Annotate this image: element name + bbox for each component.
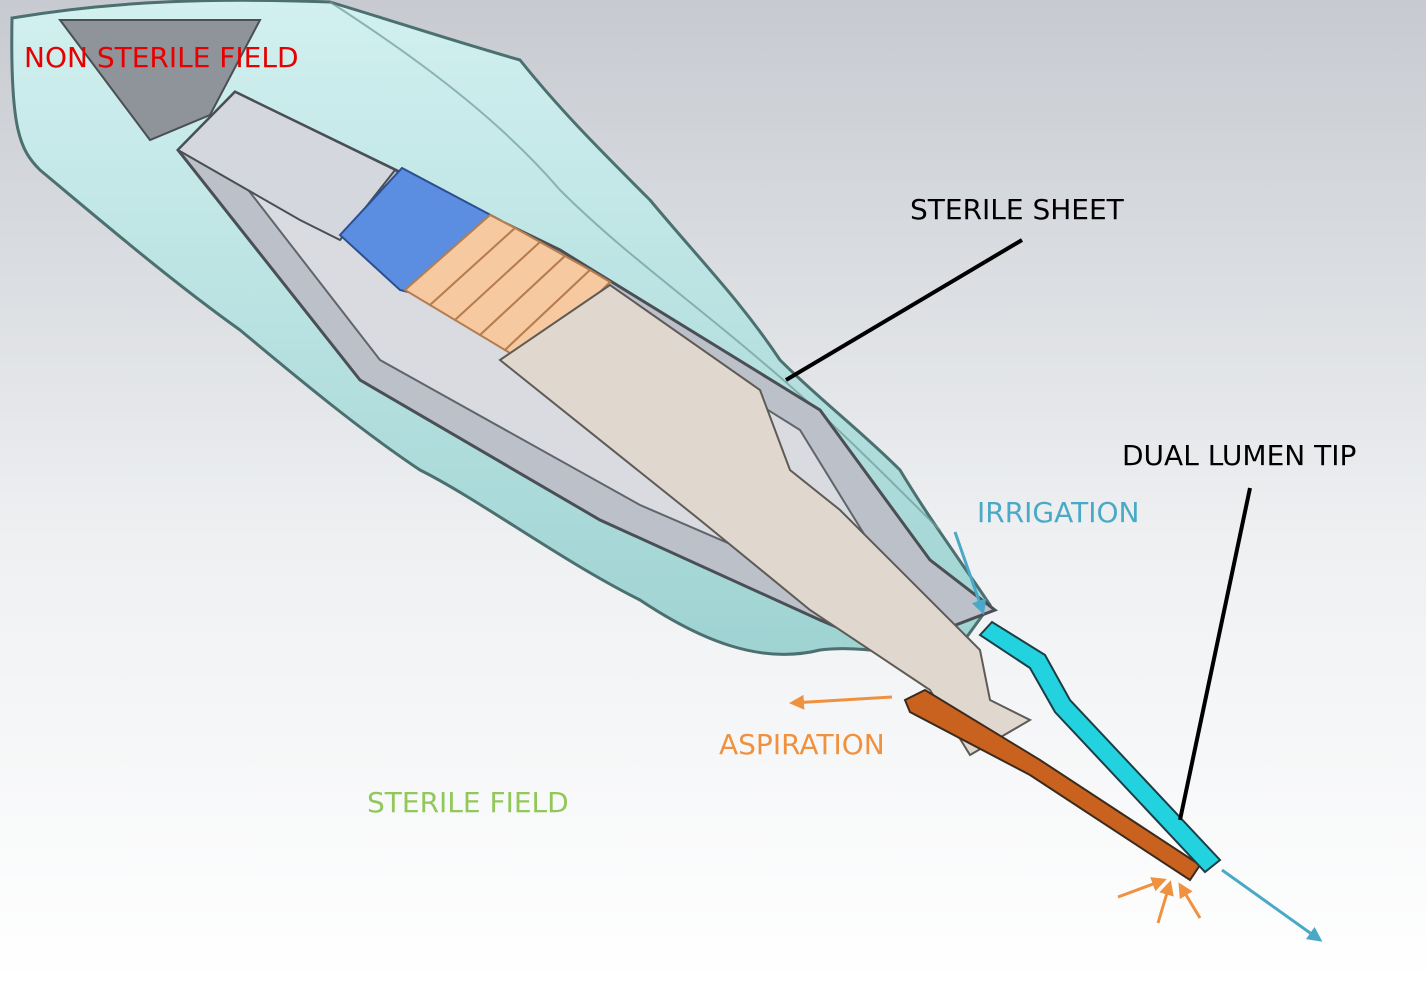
irrigation-inflow-arrow — [953, 531, 987, 615]
dual-lumen-tip-label: DUAL LUMEN TIP — [1122, 439, 1357, 472]
irrigation-label: IRRIGATION — [977, 496, 1140, 529]
aspiration-lumen — [903, 688, 1202, 882]
sterile-sheet-label: STERILE SHEET — [910, 193, 1124, 226]
cable — [58, 19, 262, 142]
aspiration-label: ASPIRATION — [719, 728, 885, 761]
irrigation-outflow-arrow — [1221, 868, 1323, 942]
insert-horn — [498, 283, 1033, 757]
aspiration-inflow-arrows — [1117, 877, 1202, 924]
dual-lumen-tip-leader — [1178, 487, 1252, 821]
sterile-sheet-leader — [784, 238, 1024, 382]
sterile-field-label: STERILE FIELD — [367, 786, 569, 819]
coil-windings — [403, 213, 612, 366]
aspiration-outflow-arrow — [789, 694, 893, 710]
non-sterile-field-label: NON STERILE FIELD — [24, 41, 299, 74]
sterile-sheet-fold — [329, 1, 941, 531]
irrigation-lumen — [978, 620, 1222, 874]
